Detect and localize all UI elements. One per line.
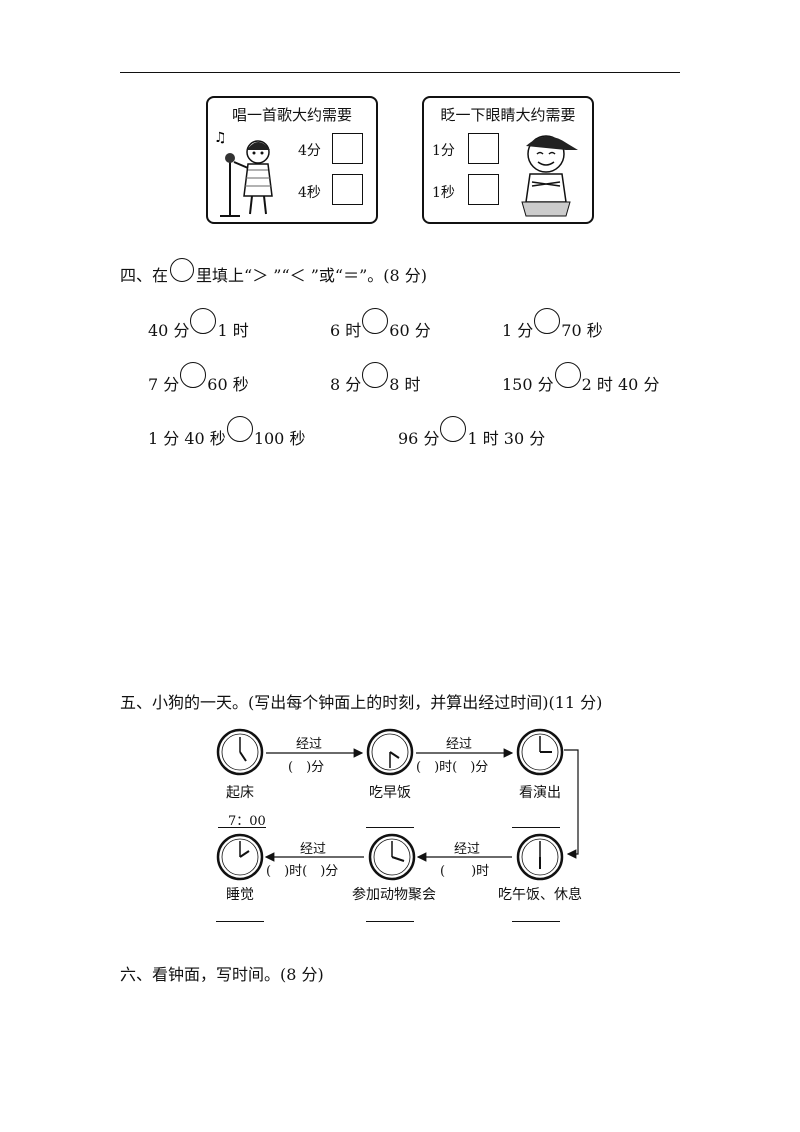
elapsed-blank-1[interactable]: ( )分 [288,760,325,775]
label-lunch-rest: 吃午饭、休息 [498,887,582,903]
song-option-4min: 4分 [298,143,321,159]
answer-line-party[interactable] [366,921,414,922]
song-answer-box-1[interactable] [332,133,363,164]
q5-heading: 五、小狗的一天。(写出每个钟面上的时刻，并算出经过时间)(11 分) [120,693,603,712]
clock-icon [366,728,414,776]
song-duration-card: 唱一首歌大约需要 ♫ 4分 4秒 [206,96,378,224]
answer-line-sleep[interactable] [216,921,264,922]
elapsed-blank-4[interactable]: ( )时( )分 [266,864,339,879]
clock-icon [516,728,564,776]
blink-option-1min: 1分 [432,143,455,159]
label-sleep: 睡觉 [226,887,254,903]
compare-circle[interactable] [554,362,581,388]
label-animal-party: 参加动物聚会 [352,887,436,903]
top-rule [120,72,680,73]
given-time-wake-up: 7：00 [228,814,266,829]
blink-option-1sec: 1秒 [432,185,455,201]
label-wake-up: 起床 [226,785,254,801]
clock-icon [516,833,564,881]
compare-circle[interactable] [362,308,389,334]
q6-heading: 六、看钟面，写时间。(8 分) [120,965,324,984]
answer-line-breakfast[interactable] [366,827,414,828]
clock-icon [216,833,264,881]
compare-circle[interactable] [440,416,467,442]
compare-circle[interactable] [190,308,217,334]
elapsed-label-4: 经过 [300,842,327,857]
song-card-title: 唱一首歌大约需要 [231,106,352,124]
elapsed-blank-3[interactable]: ( )时 [440,864,490,879]
blink-duration-card: 眨一下眼睛大约需要 1分 1秒 [422,96,594,224]
q4-heading: 四、在里填上“＞ ”“＜ ”或“＝”。(8 分) [120,257,427,289]
song-answer-box-2[interactable] [332,174,363,205]
arrow-show-to-lunch [564,749,579,859]
compare-circle[interactable] [534,308,561,334]
elapsed-label-2: 经过 [446,737,473,752]
answer-line-lunch[interactable] [512,921,560,922]
clock-icon [368,833,416,881]
answer-line-show[interactable] [512,827,560,828]
answer-line-wake-up [218,827,266,828]
elapsed-blank-2[interactable]: ( )时( )分 [416,760,489,775]
blink-answer-box-1[interactable] [468,133,499,164]
label-show: 看演出 [519,785,561,801]
song-option-4sec: 4秒 [298,185,321,201]
singing-girl-illustration: ♫ [214,130,273,217]
compare-circle[interactable] [362,362,389,388]
svg-text:♫: ♫ [214,130,227,146]
elapsed-label-1: 经过 [296,737,323,752]
compare-circle[interactable] [180,362,207,388]
circle-symbol-icon [170,257,195,282]
compare-circle[interactable] [226,416,253,442]
blink-answer-box-2[interactable] [468,174,499,205]
blink-card-title: 眨一下眼睛大约需要 [440,106,576,124]
clock-icon [216,728,264,776]
blinking-boy-illustration [521,135,578,217]
label-breakfast: 吃早饭 [369,785,411,801]
elapsed-label-3: 经过 [454,842,481,857]
